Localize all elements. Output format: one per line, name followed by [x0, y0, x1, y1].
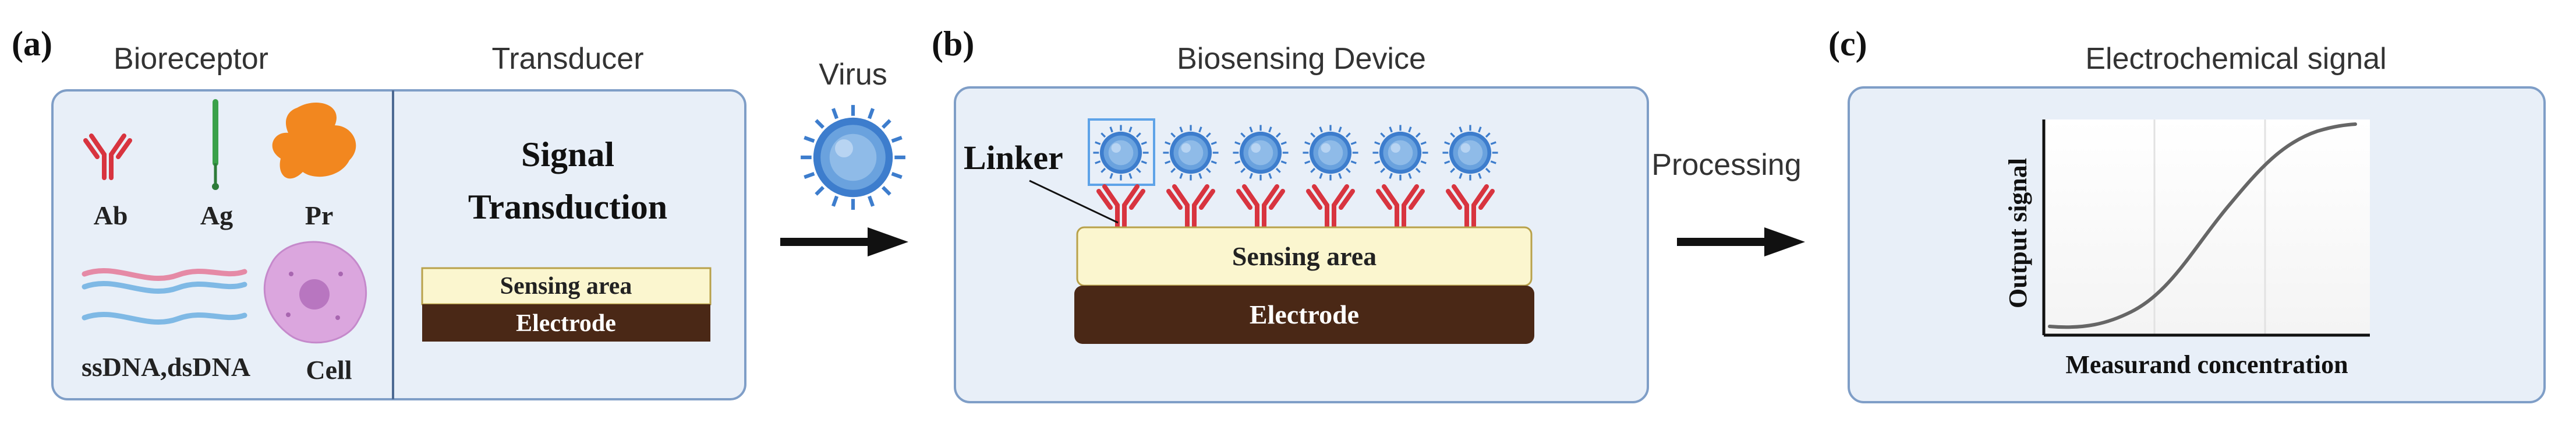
antigen-icon — [212, 99, 219, 190]
virus-icon — [801, 105, 905, 210]
linker-pointer — [1029, 180, 1119, 224]
pr-label: Pr — [305, 201, 334, 230]
panel-a-electrode-label: Electrode — [516, 310, 616, 337]
signal-line1: Signal — [521, 135, 614, 174]
virus-icon — [1162, 124, 1220, 182]
processing-label: Processing — [1651, 148, 1801, 182]
panel-a-sensing-area-label: Sensing area — [500, 273, 632, 300]
signal-plot — [2042, 119, 2370, 337]
highlight-box — [1088, 118, 1155, 186]
biosensing-device-title: Biosensing Device — [1177, 42, 1426, 76]
virus-icon — [1092, 124, 1150, 182]
virus-icon — [1371, 124, 1429, 182]
panel-b-sensing-area-label: Sensing area — [1232, 241, 1377, 271]
electrochemical-signal-title: Electrochemical signal — [2085, 42, 2386, 76]
protein-icon — [272, 103, 356, 179]
virus-icon — [1441, 124, 1499, 182]
panel-a-electrode — [422, 304, 710, 342]
panel-a-label: (a) — [12, 24, 52, 63]
panel-b-label: (b) — [932, 24, 974, 63]
arrow-b-to-c — [1677, 227, 1805, 256]
signal-line2: Transduction — [468, 188, 667, 226]
virus-icon — [1301, 124, 1360, 182]
y-axis-label: Output signal — [2004, 158, 2032, 308]
sigmoid-curve — [2048, 122, 2357, 329]
x-axis-label: Measurand concentration — [2065, 350, 2348, 379]
bioreceptor-title: Bioreceptor — [114, 42, 268, 76]
ab-label: Ab — [94, 201, 128, 230]
panel-b-electrode-label: Electrode — [1250, 300, 1359, 329]
arrow-a-to-b — [780, 227, 908, 256]
panel-c-label: (c) — [1828, 24, 1867, 63]
plot-area — [2044, 119, 2370, 335]
ag-label: Ag — [200, 201, 233, 230]
cell-label: Cell — [306, 355, 352, 385]
panel-b-electrode — [1074, 286, 1534, 344]
virus-label: Virus — [819, 58, 887, 92]
dna-icon — [82, 268, 247, 325]
virus-icon — [1232, 124, 1290, 182]
linker-label: Linker — [964, 139, 1063, 177]
cell-icon — [263, 241, 367, 344]
transducer-title: Transducer — [491, 42, 643, 76]
dna-label: ssDNA,dsDNA — [82, 352, 250, 382]
